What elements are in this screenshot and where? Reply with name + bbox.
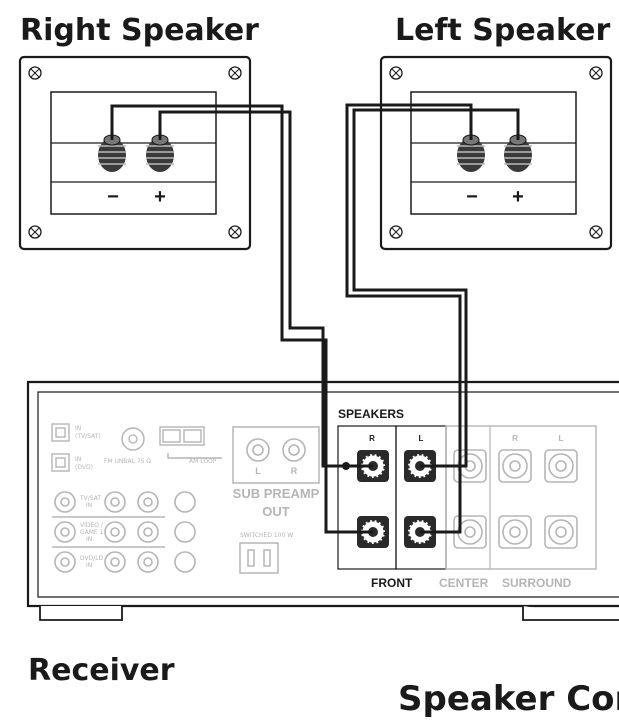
wire-left-plus	[352, 108, 520, 468]
left-speaker: − +	[379, 55, 613, 251]
minus-label: −	[466, 186, 478, 208]
screw-icon	[589, 66, 603, 80]
plus-label: +	[512, 186, 524, 208]
right-speaker-label: Right Speaker	[20, 13, 259, 48]
in-label: IN	[75, 456, 81, 463]
screw-icon	[28, 225, 42, 239]
in-label: IN	[75, 425, 81, 432]
receiver-back-panel: IN (TV/SAT) IN (DVD) FM UNBAL 75 Ω AM LO…	[26, 380, 619, 621]
sub-preamp-box	[232, 426, 320, 484]
sub-preamp-jacks	[246, 438, 306, 462]
speaker-wires	[110, 103, 520, 534]
right-speaker: − +	[18, 55, 252, 251]
tv-sat-label: (TV/SAT)	[75, 433, 101, 440]
front-label: FRONT	[371, 576, 413, 590]
video-game-label: VIDEO /	[80, 522, 104, 529]
front-r-label: R	[369, 434, 375, 443]
out-label: OUT	[262, 504, 290, 519]
tv-sat-in-label: TV/SAT	[79, 495, 101, 502]
screw-icon	[589, 225, 603, 239]
sub-r-label: R	[291, 466, 298, 476]
plus-terminal	[504, 134, 532, 172]
fm-antenna-jack	[121, 427, 145, 451]
sub-l-label: L	[255, 466, 261, 476]
digital-inputs	[51, 423, 70, 472]
fm-unbal-label: FM UNBAL 75 Ω	[104, 458, 151, 465]
minus-terminal	[457, 134, 485, 172]
center-label: CENTER	[439, 576, 489, 590]
wire-connector	[342, 462, 350, 470]
screw-icon	[228, 66, 242, 80]
wire-left-minus	[345, 103, 473, 534]
surround-label: SURROUND	[502, 576, 572, 590]
dvd-label: (DVD)	[75, 464, 93, 471]
speakers-title: SPEAKERS	[338, 407, 404, 421]
minus-label: −	[107, 186, 119, 208]
receiver-foot	[522, 606, 619, 621]
in-label: IN	[86, 562, 92, 569]
am-loop-label: AM LOOP	[189, 458, 217, 465]
receiver-label: Receiver	[28, 653, 175, 688]
screw-icon	[389, 225, 403, 239]
speaker-connection-title: Speaker Cor	[398, 679, 619, 719]
in-label: IN	[86, 536, 92, 543]
game1-label: GAME 1	[80, 529, 104, 536]
sub-preamp-label: SUB PREAMP	[233, 486, 320, 501]
front-l-label: L	[419, 434, 424, 443]
surround-l-label: L	[559, 434, 564, 443]
wire-right-plus	[158, 110, 373, 468]
wire-right-minus	[110, 104, 373, 534]
center-surround-box	[445, 425, 597, 570]
screw-icon	[228, 225, 242, 239]
left-speaker-label: Left Speaker	[395, 13, 610, 48]
av-input-jacks	[52, 491, 196, 573]
ac-outlet	[239, 542, 279, 574]
dvd-ld-label: DVD/LD	[80, 555, 104, 562]
in-label: IN	[86, 502, 92, 509]
screw-icon	[389, 66, 403, 80]
plus-label: +	[154, 186, 166, 208]
surround-r-label: R	[512, 434, 518, 443]
receiver-foot	[39, 606, 123, 621]
am-loop-terminal	[159, 426, 222, 459]
switched-outlet-label: SWITCHED 100 W	[240, 532, 293, 539]
screw-icon	[28, 66, 42, 80]
